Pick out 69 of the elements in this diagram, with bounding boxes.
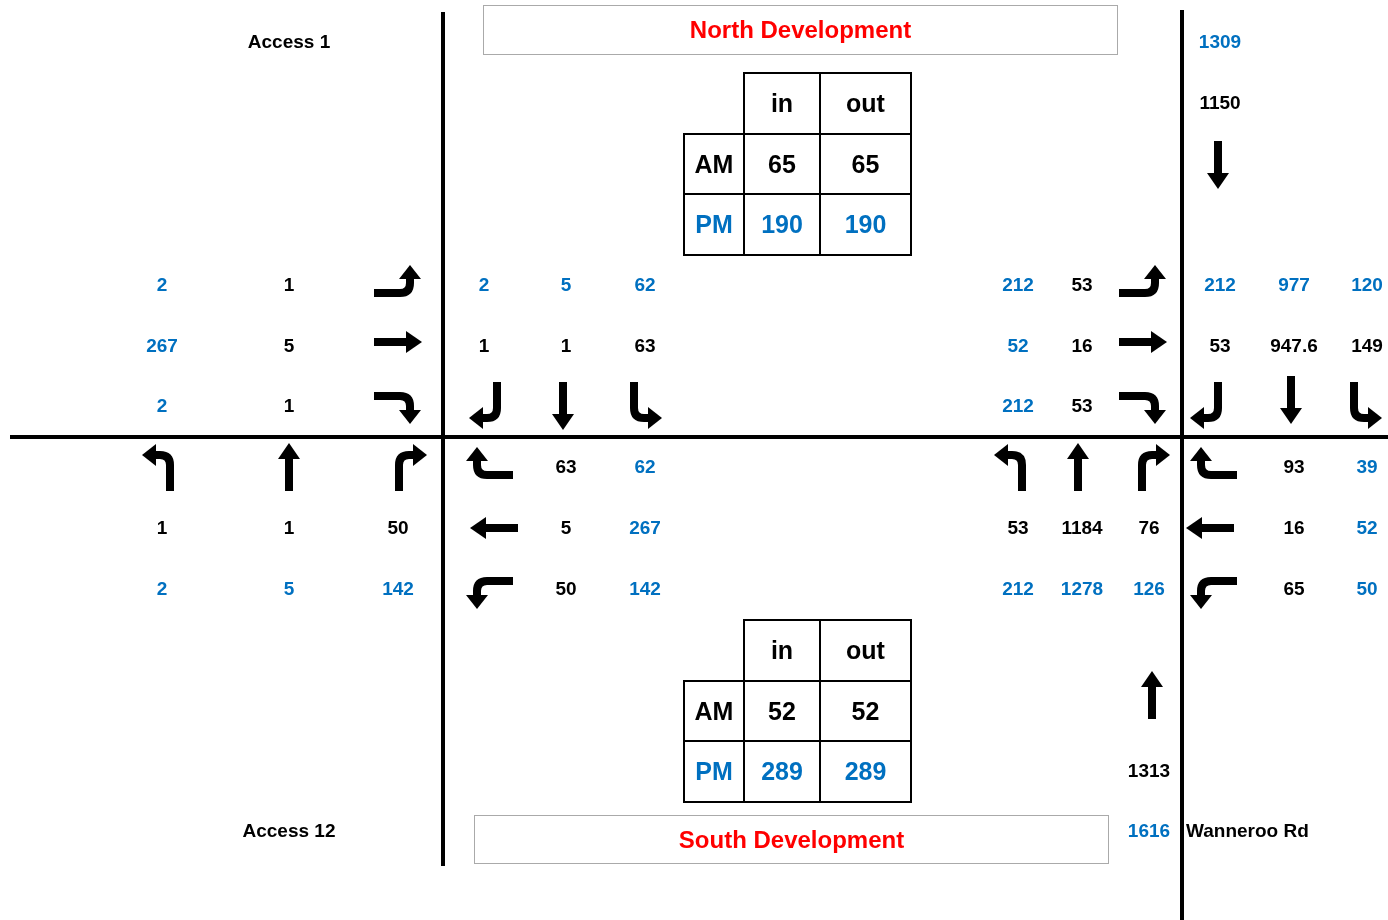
volume-number: 5 <box>283 335 295 357</box>
volume-number: 5 <box>560 274 572 296</box>
volume-number: 267 <box>629 517 661 539</box>
volume-number: 52 <box>1007 335 1029 357</box>
access-name: Access 1 <box>247 31 331 53</box>
development-box <box>483 5 1118 55</box>
volume-number: 1309 <box>1198 31 1242 53</box>
road-name: Wanneroo Rd <box>1186 820 1309 842</box>
volume-number: 2 <box>156 274 168 296</box>
volume-number: 212 <box>1002 578 1034 600</box>
development-box <box>474 815 1109 864</box>
volume-number: 1150 <box>1199 92 1241 114</box>
volume-number: 1 <box>560 335 572 357</box>
volume-number: 52 <box>1356 517 1378 539</box>
volume-number: 50 <box>555 578 577 600</box>
volume-number: 2 <box>156 578 168 600</box>
volume-number: 947.6 <box>1270 335 1318 357</box>
row-header: AM <box>683 680 745 742</box>
development-name: North Development <box>689 16 912 44</box>
volume-number: 212 <box>1002 274 1034 296</box>
volume-number: 120 <box>1351 274 1383 296</box>
volume-number: 62 <box>634 274 656 296</box>
volume-number: 126 <box>1133 578 1165 600</box>
volume-number: 212 <box>1002 395 1034 417</box>
volume-number: 1 <box>156 517 168 539</box>
volume-number: 977 <box>1278 274 1310 296</box>
volume-number: 2 <box>156 395 168 417</box>
table-header: out <box>819 619 912 682</box>
row-header: PM <box>683 193 745 256</box>
table-cell: 289 <box>819 740 912 803</box>
volume-number: 16 <box>1071 335 1093 357</box>
volume-number: 16 <box>1283 517 1305 539</box>
volume-number: 142 <box>382 578 414 600</box>
access-name: Access 12 <box>242 820 336 842</box>
volume-number: 53 <box>1071 274 1093 296</box>
volume-number: 53 <box>1209 335 1231 357</box>
volume-number: 1 <box>283 395 295 417</box>
table-header: in <box>743 619 821 682</box>
table-header: in <box>743 72 821 135</box>
volume-number: 93 <box>1283 456 1305 478</box>
development-name: South Development <box>678 825 905 854</box>
volume-number: 1 <box>478 335 490 357</box>
volume-number: 76 <box>1138 517 1160 539</box>
volume-number: 149 <box>1351 335 1383 357</box>
volume-number: 50 <box>387 517 409 539</box>
table-header: out <box>819 72 912 135</box>
volume-number: 39 <box>1356 456 1378 478</box>
volume-number: 5 <box>560 517 572 539</box>
volume-number: 2 <box>478 274 490 296</box>
volume-number: 212 <box>1204 274 1236 296</box>
volume-number: 1616 <box>1127 820 1171 842</box>
row-header: PM <box>683 740 745 803</box>
volume-number: 1184 <box>1061 517 1103 539</box>
volume-number: 1278 <box>1060 578 1104 600</box>
volume-number: 63 <box>555 456 577 478</box>
volume-number: 50 <box>1356 578 1378 600</box>
volume-number: 53 <box>1071 395 1093 417</box>
volume-number: 63 <box>634 335 656 357</box>
table-cell: 190 <box>819 193 912 256</box>
volume-number: 1313 <box>1127 760 1171 782</box>
row-header: AM <box>683 133 745 195</box>
volume-number: 65 <box>1283 578 1305 600</box>
volume-number: 62 <box>634 456 656 478</box>
volume-number: 53 <box>1007 517 1029 539</box>
volume-number: 5 <box>283 578 295 600</box>
volume-number: 1 <box>283 274 295 296</box>
volume-number: 1 <box>283 517 295 539</box>
volume-number: 267 <box>146 335 178 357</box>
volume-number: 142 <box>629 578 661 600</box>
